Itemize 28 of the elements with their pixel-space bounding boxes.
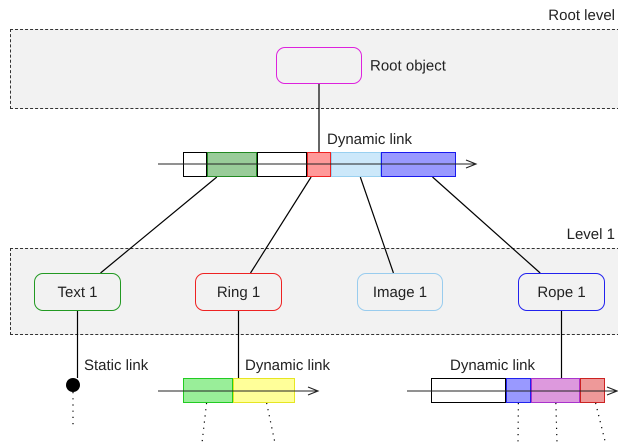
dotted-line — [595, 402, 606, 442]
connector-line — [238, 311, 240, 378]
object-box: Text 1 — [34, 273, 121, 311]
object-box: Image 1 — [357, 273, 443, 311]
dotted-line — [555, 402, 558, 443]
link-label: Dynamic link — [245, 357, 330, 374]
connector-line — [560, 311, 562, 378]
dotted-line — [266, 402, 276, 443]
connector-line — [432, 176, 541, 274]
dotted-line — [201, 402, 208, 443]
node-caption: Root object — [370, 57, 446, 74]
connector-line — [250, 176, 312, 274]
object-box: Rope 1 — [518, 273, 605, 311]
link-label: Dynamic link — [450, 357, 536, 374]
link-label: Dynamic link — [327, 131, 412, 148]
track-segment — [307, 152, 331, 177]
dotted-line — [72, 392, 74, 425]
object-box: Ring 1 — [195, 273, 282, 311]
level-heading: Root level — [548, 7, 615, 24]
level-heading: Level 1 — [566, 226, 615, 243]
link-dot — [66, 378, 80, 392]
connector-line — [318, 84, 320, 152]
track-segment — [183, 152, 207, 177]
connector-line — [100, 176, 218, 274]
connector-line — [76, 311, 78, 378]
link-label: Static link — [84, 357, 148, 374]
connector-line — [360, 176, 394, 274]
dotted-line — [517, 403, 519, 443]
